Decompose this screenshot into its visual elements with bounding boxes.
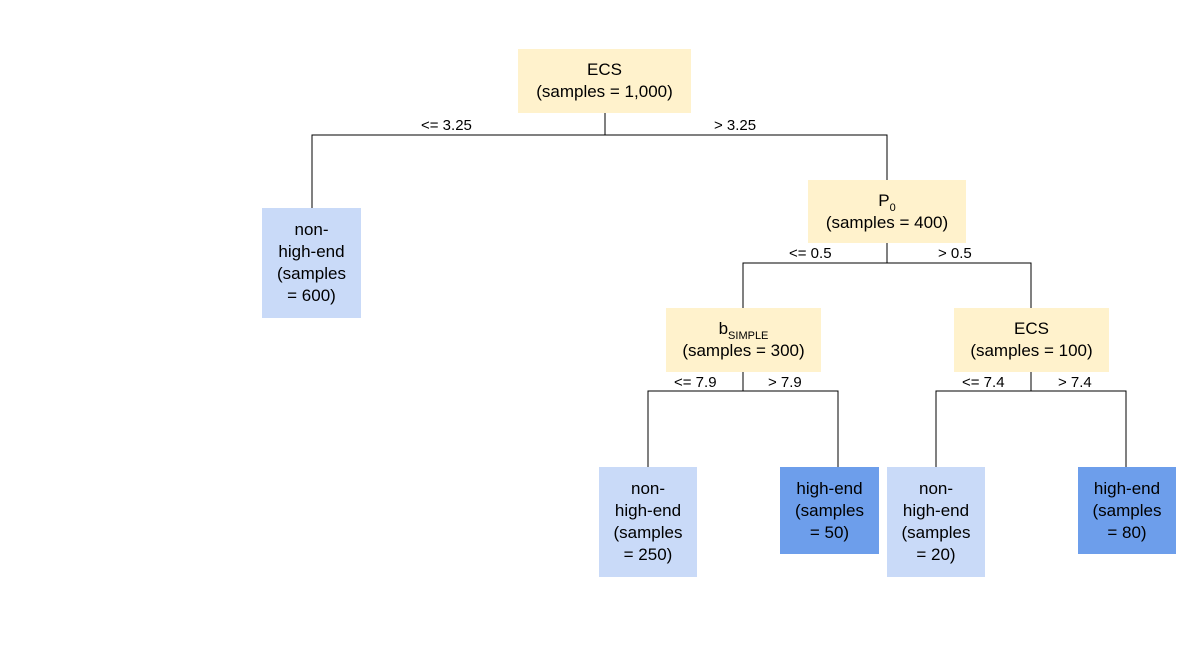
node-ecs2-samples: (samples = 100) [970, 341, 1093, 360]
connector-ecs2-branches [935, 390, 1127, 467]
leaf-250-line1: non- [630, 479, 666, 498]
edge-label-bsimple-left: <= 7.9 [674, 374, 717, 391]
leaf-80-line3: = 80) [1107, 522, 1147, 542]
node-root-title: ECS [587, 60, 622, 79]
leaf-80-line2: (samples [1092, 500, 1162, 520]
leaf-20-line4: = 20) [916, 545, 956, 564]
leaf-50: high-end (samples = 50) [780, 467, 879, 554]
leaf-20-line3: (samples [901, 523, 971, 542]
node-bsimple-title-main: b [718, 319, 729, 338]
edge-label-ecs2-right: > 7.4 [1058, 374, 1092, 391]
leaf-250-line3: (samples [613, 523, 683, 542]
node-bsimple-title-sub: SIMPLE [728, 330, 769, 342]
leaf-50-line1: high-end [796, 478, 863, 498]
connector-p0-branches [742, 262, 1032, 308]
edge-label-ecs2-left: <= 7.4 [962, 374, 1005, 391]
leaf-600-line1: non- [294, 220, 329, 239]
node-p0-title-sub: 0 [889, 201, 896, 214]
leaf-80-line1: high-end [1093, 478, 1161, 498]
leaf-600: non- high-end (samples = 600) [262, 208, 361, 318]
edge-label-bsimple-right: > 7.9 [768, 374, 802, 391]
edge-label-p0-right: > 0.5 [938, 245, 972, 262]
node-ecs2-title: ECS [1014, 319, 1049, 338]
leaf-20: non- high-end (samples = 20) [887, 467, 985, 577]
node-bsimple: bSIMPLE (samples = 300) [666, 308, 821, 372]
leaf-600-line3: (samples [277, 264, 346, 283]
node-root-samples: (samples = 1,000) [536, 82, 673, 101]
leaf-20-line1: non- [918, 479, 954, 498]
leaf-250: non- high-end (samples = 250) [599, 467, 697, 577]
leaf-50-line3: = 50) [809, 522, 850, 542]
node-ecs2: ECS (samples = 100) [954, 308, 1109, 372]
node-bsimple-samples: (samples = 300) [682, 341, 805, 360]
leaf-600-line2: high-end [278, 242, 345, 261]
leaf-50-line2: (samples [795, 500, 864, 520]
leaf-20-line2: high-end [902, 501, 970, 520]
node-bsimple-title: bSIMPLE [718, 318, 769, 342]
leaf-600-line4: = 600) [287, 286, 336, 305]
leaf-250-line4: = 250) [623, 545, 673, 564]
node-p0: P0 (samples = 400) [808, 180, 966, 243]
node-p0-title: P0 [878, 190, 896, 214]
node-p0-title-main: P [878, 190, 890, 210]
edge-label-root-right: > 3.25 [714, 117, 757, 134]
connector-bsimple-branches [647, 390, 839, 467]
leaf-250-line2: high-end [614, 501, 682, 520]
leaf-80: high-end (samples = 80) [1078, 467, 1176, 554]
connector-root-branches [311, 134, 888, 208]
edge-label-root-left: <= 3.25 [421, 117, 472, 134]
node-root: ECS (samples = 1,000) [518, 49, 691, 113]
edge-label-p0-left: <= 0.5 [789, 245, 832, 262]
node-p0-samples: (samples = 400) [825, 212, 949, 232]
